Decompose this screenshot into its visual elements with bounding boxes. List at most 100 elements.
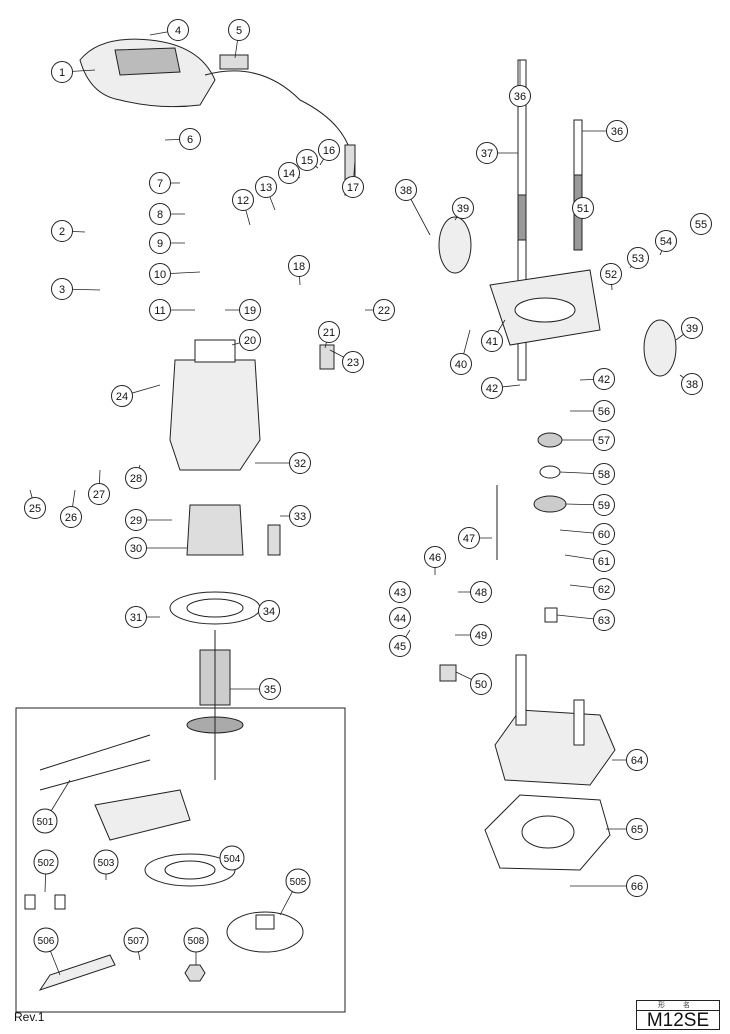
callout-circle — [219, 845, 245, 871]
callout-9: 9 — [149, 232, 171, 254]
callout-circle — [470, 673, 492, 695]
callout-number: 56 — [598, 406, 610, 418]
callout-45: 45 — [389, 635, 411, 657]
callout-number: 23 — [347, 357, 359, 369]
callout-38: 38 — [395, 179, 417, 201]
callout-number: 19 — [244, 305, 256, 317]
callout-32: 32 — [289, 452, 311, 474]
callout-number: 37 — [481, 148, 493, 160]
callout-24: 24 — [111, 385, 133, 407]
callout-36: 36 — [606, 120, 628, 142]
callout-circle — [278, 162, 300, 184]
callout-16: 16 — [318, 139, 340, 161]
callout-circle — [626, 749, 648, 771]
callout-54: 54 — [655, 230, 677, 252]
callout-number: 40 — [455, 359, 467, 371]
callout-8: 8 — [149, 203, 171, 225]
callout-15: 15 — [296, 149, 318, 171]
callout-circle — [259, 678, 281, 700]
callout-506: 506 — [33, 927, 59, 953]
callout-circle — [655, 230, 677, 252]
callout-circle — [149, 299, 171, 321]
callout-number: 13 — [260, 182, 272, 194]
callout-number: 507 — [128, 936, 145, 947]
callout-number: 39 — [457, 203, 469, 215]
stator — [186, 504, 244, 556]
callout-circle — [239, 329, 261, 351]
callout-34: 34 — [258, 600, 280, 622]
callout-number: 51 — [577, 203, 589, 215]
callout-circle — [149, 232, 171, 254]
callout-31: 31 — [125, 606, 147, 628]
callout-number: 2 — [59, 226, 65, 238]
callout-19: 19 — [239, 299, 261, 321]
callout-11: 11 — [149, 299, 171, 321]
callout-circle — [342, 351, 364, 373]
callout-circle — [318, 139, 340, 161]
callout-number: 65 — [631, 824, 643, 836]
callout-circle — [60, 506, 82, 528]
callout-number: 17 — [347, 182, 359, 194]
callout-55: 55 — [690, 213, 712, 235]
callout-4: 4 — [167, 19, 189, 41]
accessory-box — [15, 707, 346, 1013]
callout-number: 506 — [38, 936, 55, 947]
callout-circle — [111, 385, 133, 407]
callout-number: 44 — [394, 613, 406, 625]
guide — [39, 734, 191, 841]
callout-number: 24 — [116, 391, 128, 403]
callout-circle — [626, 818, 648, 840]
callout-number: 61 — [598, 556, 610, 568]
callout-circle — [424, 546, 446, 568]
callout-circle — [389, 607, 411, 629]
callout-number: 28 — [130, 473, 142, 485]
callout-number: 55 — [695, 219, 707, 231]
callout-circle — [342, 176, 364, 198]
callout-23: 23 — [342, 351, 364, 373]
callout-circle — [88, 483, 110, 505]
callout-circle — [476, 142, 498, 164]
callout-number: 47 — [463, 533, 475, 545]
model-number: M12SE — [646, 1010, 710, 1031]
callout-number: 22 — [378, 305, 390, 317]
callout-49: 49 — [470, 624, 492, 646]
callout-circle — [593, 494, 615, 516]
callout-circle — [481, 330, 503, 352]
callout-circle — [458, 527, 480, 549]
callout-number: 16 — [323, 145, 335, 157]
callout-circle — [32, 808, 58, 834]
callout-circle — [239, 299, 261, 321]
callout-number: 39 — [686, 323, 698, 335]
callout-65: 65 — [626, 818, 648, 840]
callout-number: 501 — [37, 817, 54, 828]
callout-number: 20 — [244, 335, 256, 347]
model-label: 形 名 — [637, 1001, 719, 1011]
callout-circle — [24, 497, 46, 519]
callout-number: 6 — [187, 134, 193, 146]
callout-number: 4 — [175, 25, 181, 37]
callout-number: 25 — [29, 503, 41, 515]
callout-42: 42 — [593, 368, 615, 390]
callout-37: 37 — [476, 142, 498, 164]
callout-13: 13 — [255, 176, 277, 198]
callout-circle — [470, 581, 492, 603]
callout-circle — [593, 609, 615, 631]
callout-number: 46 — [429, 552, 441, 564]
callout-41: 41 — [481, 330, 503, 352]
callout-507: 507 — [123, 927, 149, 953]
callout-circle — [125, 606, 147, 628]
callout-number: 27 — [93, 489, 105, 501]
callout-number: 43 — [394, 587, 406, 599]
callout-17: 17 — [342, 176, 364, 198]
callout-circle — [51, 278, 73, 300]
callout-number: 30 — [130, 543, 142, 555]
callout-circle — [51, 61, 73, 83]
callout-number: 64 — [631, 755, 643, 767]
callout-number: 9 — [157, 238, 163, 250]
callout-number: 33 — [294, 511, 306, 523]
callout-circle — [593, 550, 615, 572]
callout-number: 48 — [475, 587, 487, 599]
callout-53: 53 — [627, 247, 649, 269]
revision-label: Rev.1 — [14, 1010, 45, 1024]
callout-number: 502 — [38, 858, 55, 869]
